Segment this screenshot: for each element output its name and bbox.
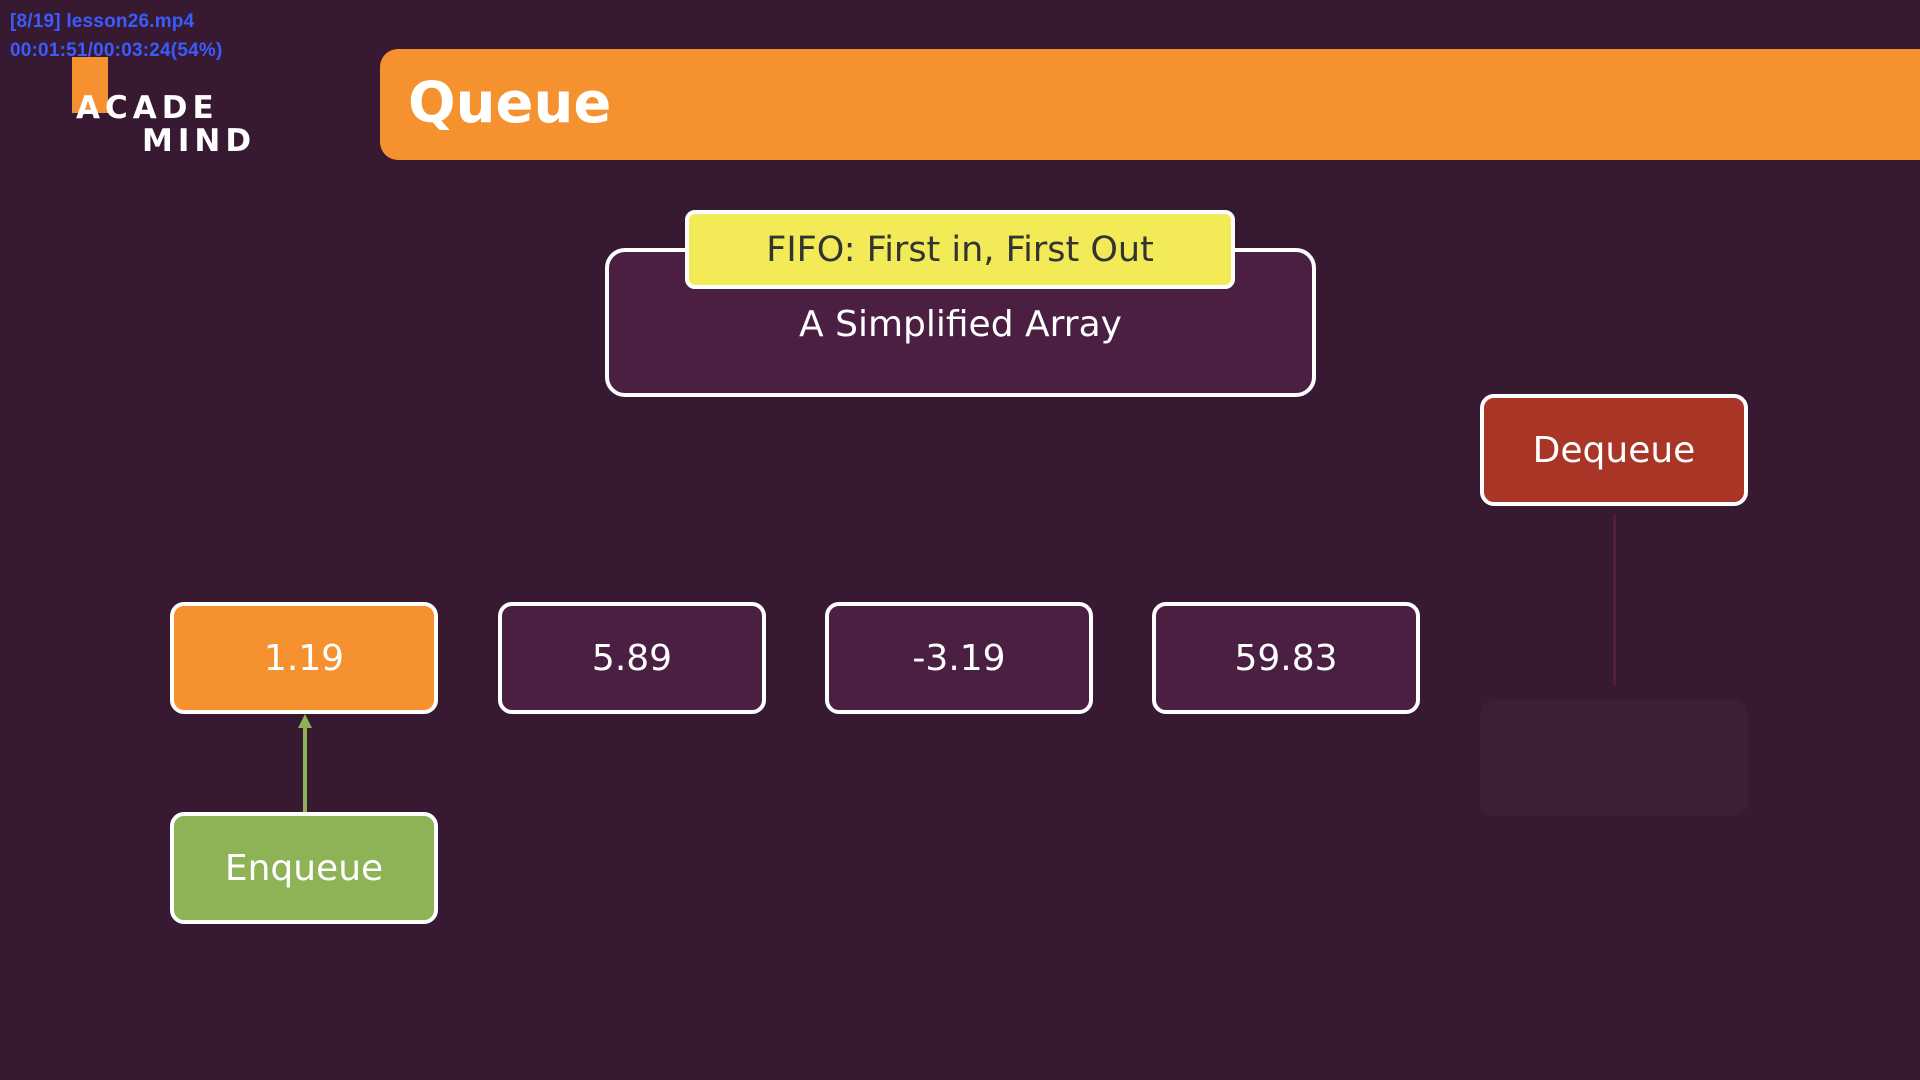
overlay-time-label: 00:01:51/00:03:24(54%) [10,40,223,61]
queue-item: -3.19 [825,602,1093,714]
faded-connector [1613,515,1616,685]
overlay-file-label: [8/19] lesson26.mp4 [10,11,195,32]
enqueue-arrow-icon [298,714,312,814]
logo-mark-icon [72,57,108,113]
queue-item: 5.89 [498,602,766,714]
dequeue-box: Dequeue [1480,394,1748,506]
queue-item-front: 1.19 [170,602,438,714]
title-bar: Queue [380,49,1920,160]
faded-queue-slot [1480,700,1748,816]
queue-item: 59.83 [1152,602,1420,714]
fifo-label: FIFO: First in, First Out [685,210,1235,289]
info-subtitle: A Simplified Array [799,304,1122,345]
logo-text-line2: MIND [142,123,257,159]
page-title: Queue [408,71,612,136]
logo-text-line1: ACADE [76,90,219,126]
enqueue-box: Enqueue [170,812,438,924]
